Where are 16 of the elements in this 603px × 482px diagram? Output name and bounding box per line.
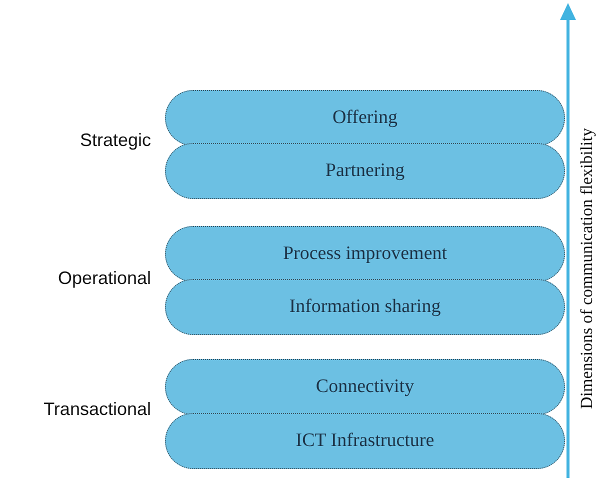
- layer-pill: [165, 226, 565, 282]
- layer-name: Offering: [332, 107, 398, 129]
- level-label: Transactional: [44, 399, 151, 420]
- layer-pill: [165, 90, 565, 146]
- layer-name: ICT Infrastructure: [296, 430, 434, 452]
- layer-name: Process improvement: [282, 243, 448, 265]
- axis-label: Dimensions of communication flexibility: [577, 128, 597, 409]
- layer-name: Partnering: [325, 160, 405, 182]
- layer-pill: [165, 413, 565, 469]
- level-label: Operational: [58, 268, 151, 289]
- layer-name: Information sharing: [289, 296, 441, 318]
- layer-name: Connectivity: [316, 376, 414, 398]
- layer-pill: [165, 279, 565, 335]
- level-label: Strategic: [80, 130, 151, 151]
- layer-pill: [165, 359, 565, 415]
- layer-pill: [165, 143, 565, 199]
